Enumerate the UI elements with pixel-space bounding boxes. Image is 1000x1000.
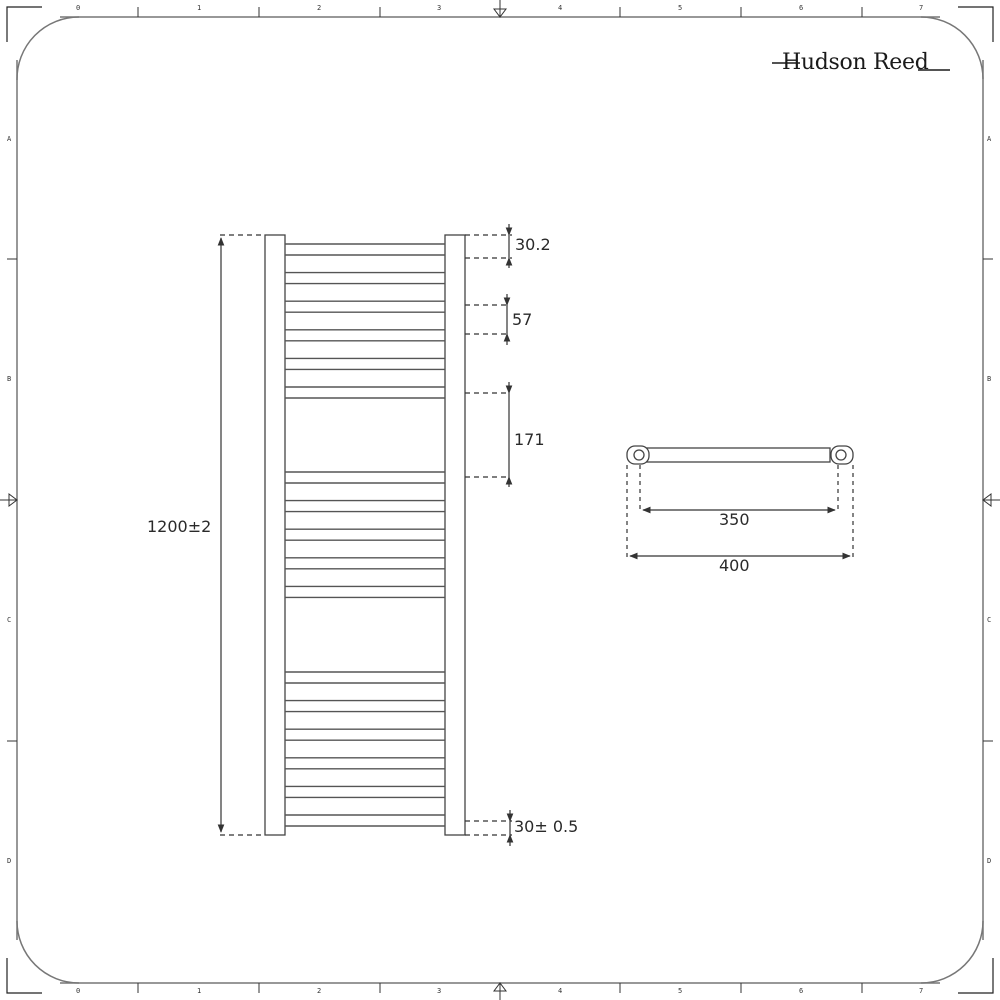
ruler-col-label: 6 bbox=[799, 987, 804, 995]
ruler-col-label: 5 bbox=[678, 4, 683, 12]
top-offset-label: 30.2 bbox=[515, 235, 551, 254]
top-view-dimensions bbox=[626, 465, 854, 560]
brand-logo: Hudson Reed bbox=[782, 50, 929, 75]
ruler-col-label: 2 bbox=[317, 987, 322, 995]
ruler-col-label: 1 bbox=[197, 4, 202, 12]
ruler-ticks bbox=[7, 7, 993, 993]
right-dimensions bbox=[465, 224, 514, 846]
ruler-col-label: 0 bbox=[76, 4, 81, 12]
ruler-col-label: 3 bbox=[437, 4, 442, 12]
towel-rail-top-view bbox=[626, 445, 854, 465]
ruler-row-label: A bbox=[7, 135, 12, 143]
ruler-row-label: B bbox=[7, 375, 12, 383]
right-column bbox=[444, 234, 466, 836]
rail-pitch-label: 57 bbox=[512, 310, 533, 329]
overall-width-label: 400 bbox=[719, 556, 750, 575]
overall-height-label: 1200±2 bbox=[147, 517, 212, 536]
ruler-row-label: B bbox=[987, 375, 992, 383]
ruler-col-label: 3 bbox=[437, 987, 442, 995]
towel-rail-front-view bbox=[264, 234, 466, 836]
ruler-row-label: A bbox=[987, 135, 992, 143]
ruler-row-label: D bbox=[987, 857, 992, 865]
corner-brackets bbox=[6, 6, 994, 994]
ruler-row-label: C bbox=[7, 616, 12, 624]
height-dimension bbox=[217, 234, 265, 836]
brand-logo-lines bbox=[772, 62, 950, 71]
ruler-col-label: 4 bbox=[558, 987, 563, 995]
ruler-col-label: 2 bbox=[317, 4, 322, 12]
group-gap-label: 171 bbox=[514, 430, 545, 449]
horizontal-rails bbox=[285, 243, 445, 827]
ruler-col-label: 1 bbox=[197, 987, 202, 995]
pipe-centres-label: 350 bbox=[719, 510, 750, 529]
ruler-row-label: D bbox=[7, 857, 12, 865]
ruler-col-label: 5 bbox=[678, 987, 683, 995]
ruler-col-label: 6 bbox=[799, 4, 804, 12]
ruler-row-label: C bbox=[987, 616, 992, 624]
ruler-col-label: 7 bbox=[919, 4, 924, 12]
ruler-col-label: 0 bbox=[76, 987, 81, 995]
ruler-col-label: 7 bbox=[919, 987, 924, 995]
left-column bbox=[264, 234, 286, 836]
ruler-col-label: 4 bbox=[558, 4, 563, 12]
bottom-offset-label: 30± 0.5 bbox=[514, 817, 579, 836]
